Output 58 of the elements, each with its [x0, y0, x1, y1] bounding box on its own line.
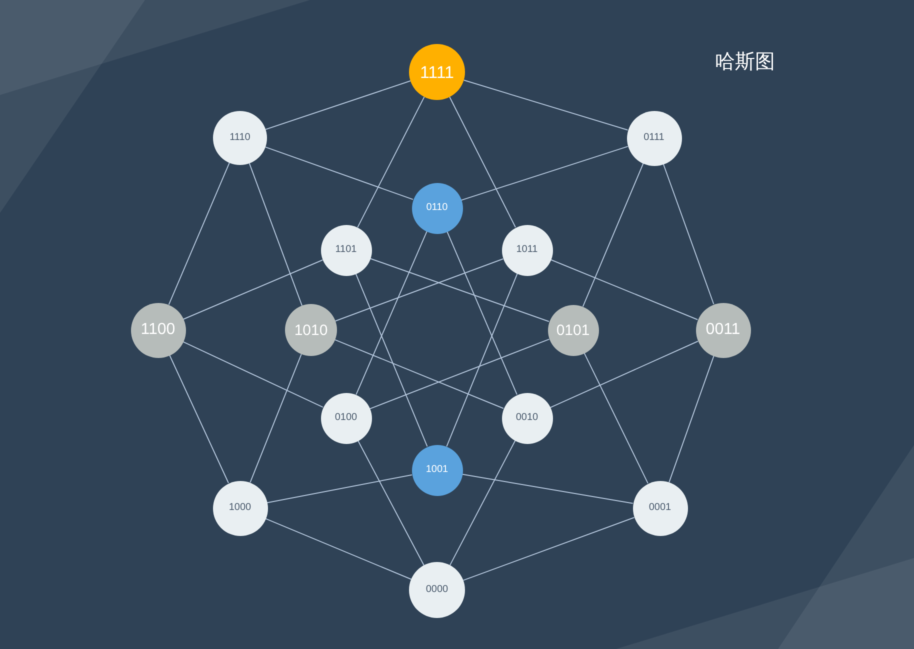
- edge-line: [264, 518, 412, 580]
- edge-line: [460, 146, 628, 201]
- edge-line: [370, 258, 550, 322]
- vertex-label: 1010: [294, 322, 328, 338]
- edge-line: [357, 440, 424, 566]
- vertex-label: 0100: [334, 413, 358, 423]
- edge-line: [668, 355, 714, 483]
- diagram-title: 哈斯图: [715, 52, 775, 72]
- vertex-label: 1000: [228, 503, 252, 513]
- edge-line: [462, 474, 634, 504]
- edge-line: [369, 338, 550, 410]
- edge-line: [449, 96, 516, 228]
- edge-line: [356, 230, 428, 396]
- vertex-label: 0110: [426, 203, 448, 213]
- vertex-label: 0111: [644, 133, 664, 143]
- edge-line: [463, 80, 628, 130]
- edge-line: [584, 352, 648, 484]
- edge-line: [662, 163, 714, 305]
- vertex-circle: [320, 392, 372, 444]
- edge-line: [449, 440, 516, 566]
- vertex-circle: [502, 392, 552, 444]
- edge-line: [250, 354, 302, 483]
- edge-line: [169, 354, 229, 484]
- vertex-label: 1011: [516, 245, 538, 255]
- edge-line: [248, 162, 302, 306]
- edge-line: [182, 259, 324, 320]
- edge-line: [264, 146, 414, 200]
- edge-line: [265, 80, 411, 130]
- edge-line: [446, 273, 518, 447]
- edge-line: [550, 340, 698, 408]
- vertex-label: 0011: [706, 322, 740, 338]
- vertex-label: 1101: [335, 245, 357, 255]
- vertex-label: 1100: [140, 322, 176, 338]
- vertex-label: 0010: [516, 413, 538, 423]
- edge-line: [357, 96, 425, 228]
- edge-line: [355, 273, 428, 447]
- vertex-label: 0000: [426, 585, 448, 595]
- vertex-label: 0101: [556, 322, 590, 338]
- vertex-label: 1001: [426, 465, 448, 475]
- vertex-circle: [320, 224, 372, 276]
- vertex-circle: [285, 304, 337, 356]
- edge-line: [334, 258, 504, 322]
- edge-line: [168, 162, 230, 306]
- vertex-circle: [502, 224, 552, 276]
- vertex-circle: [213, 111, 267, 165]
- edge-line: [266, 474, 412, 504]
- edge-line: [446, 230, 518, 396]
- vertex-circle: [212, 480, 268, 536]
- vertex-label: 0001: [648, 503, 672, 513]
- edge-line: [582, 162, 644, 307]
- edge-line: [462, 517, 635, 581]
- edge-line: [334, 339, 504, 409]
- edge-line: [550, 259, 698, 320]
- vertex-circle: [632, 480, 688, 536]
- vertex-label: 1110: [230, 133, 250, 143]
- vertex-circle: [696, 302, 750, 358]
- vertex-label: 1111: [420, 64, 454, 80]
- edge-line: [182, 341, 324, 408]
